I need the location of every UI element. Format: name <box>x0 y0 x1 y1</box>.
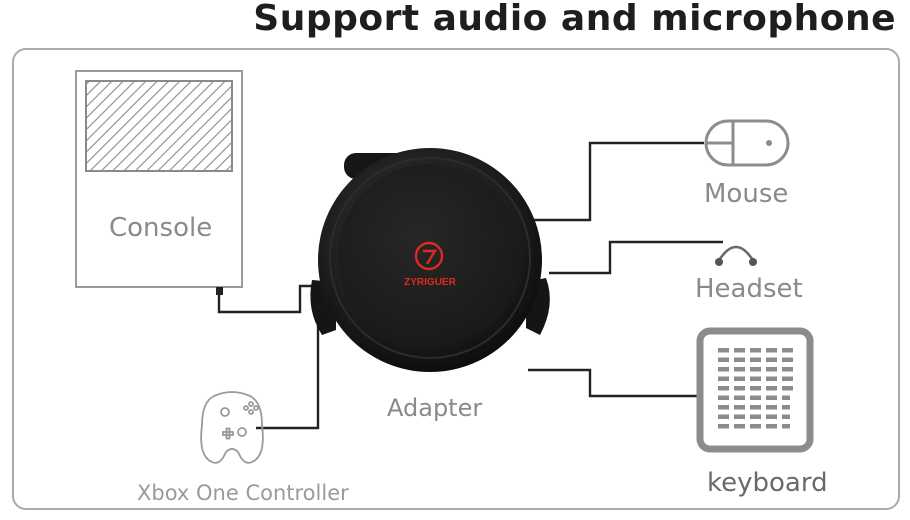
adapter-device: ZYRIGUER <box>310 148 550 372</box>
keyboard-key <box>718 367 729 372</box>
keyboard-key <box>750 424 761 429</box>
adapter-logo: ZYRIGUER <box>404 241 457 288</box>
keyboard-label: keyboard <box>707 468 828 498</box>
keyboard-key <box>782 376 793 381</box>
console-cable <box>217 284 328 314</box>
keyboard-key <box>718 376 729 381</box>
keyboard-icon <box>696 327 814 453</box>
keyboard-key <box>782 367 793 372</box>
keyboard-key <box>766 424 777 429</box>
keyboard-key <box>750 367 761 372</box>
keyboard-key <box>750 405 761 410</box>
keyboard-key <box>734 386 745 391</box>
page-title: Support audio and microphone <box>253 0 896 39</box>
keyboard-key <box>766 348 777 353</box>
keyboard-key <box>782 348 793 353</box>
keyboard-key <box>782 424 790 429</box>
mouse-icon <box>704 119 790 167</box>
keyboard-key <box>782 395 790 400</box>
keyboard-key <box>782 386 793 391</box>
mouse-label: Mouse <box>704 179 789 209</box>
keyboard-key <box>782 414 790 419</box>
keyboard-key <box>718 414 729 419</box>
keyboard-key <box>750 386 761 391</box>
keyboard-cable <box>528 368 700 398</box>
keyboard-key <box>750 395 761 400</box>
keyboard-key <box>734 424 745 429</box>
keyboard-key <box>718 386 729 391</box>
gamepad-icon <box>200 391 264 464</box>
keyboard-key <box>766 414 777 419</box>
headset-icon <box>715 245 757 266</box>
keyboard-key <box>766 386 777 391</box>
console-label: Console <box>109 213 213 243</box>
keyboard-key <box>782 357 793 362</box>
keyboard-key <box>766 376 777 381</box>
keyboard-key <box>734 414 745 419</box>
keyboard-key <box>718 395 729 400</box>
cables <box>217 141 723 430</box>
keyboard-key <box>750 357 761 362</box>
keyboard-key <box>766 357 777 362</box>
keyboard-key <box>734 357 745 362</box>
keyboard-key <box>750 376 761 381</box>
keyboard-key <box>718 424 729 429</box>
keyboard-key <box>766 367 777 372</box>
keyboard-key <box>734 395 745 400</box>
console-icon <box>75 70 243 295</box>
controller-label: Xbox One Controller <box>137 481 349 505</box>
adapter-logo-text: ZYRIGUER <box>404 277 456 288</box>
headset-cable <box>549 240 723 275</box>
keyboard-key <box>750 348 761 353</box>
diagram-frame <box>12 48 900 510</box>
keyboard-key <box>718 348 729 353</box>
keyboard-key <box>718 357 729 362</box>
adapter-label: Adapter <box>387 394 483 422</box>
keyboard-key <box>782 405 790 410</box>
headset-label: Headset <box>695 274 803 304</box>
mouse-cable <box>532 141 704 222</box>
keyboard-key <box>750 414 761 419</box>
keyboard-key <box>734 376 745 381</box>
keyboard-key <box>734 348 745 353</box>
keyboard-key <box>734 367 745 372</box>
keyboard-key <box>734 405 745 410</box>
keyboard-key <box>718 405 729 410</box>
keyboard-key <box>766 395 777 400</box>
keyboard-key <box>766 405 777 410</box>
